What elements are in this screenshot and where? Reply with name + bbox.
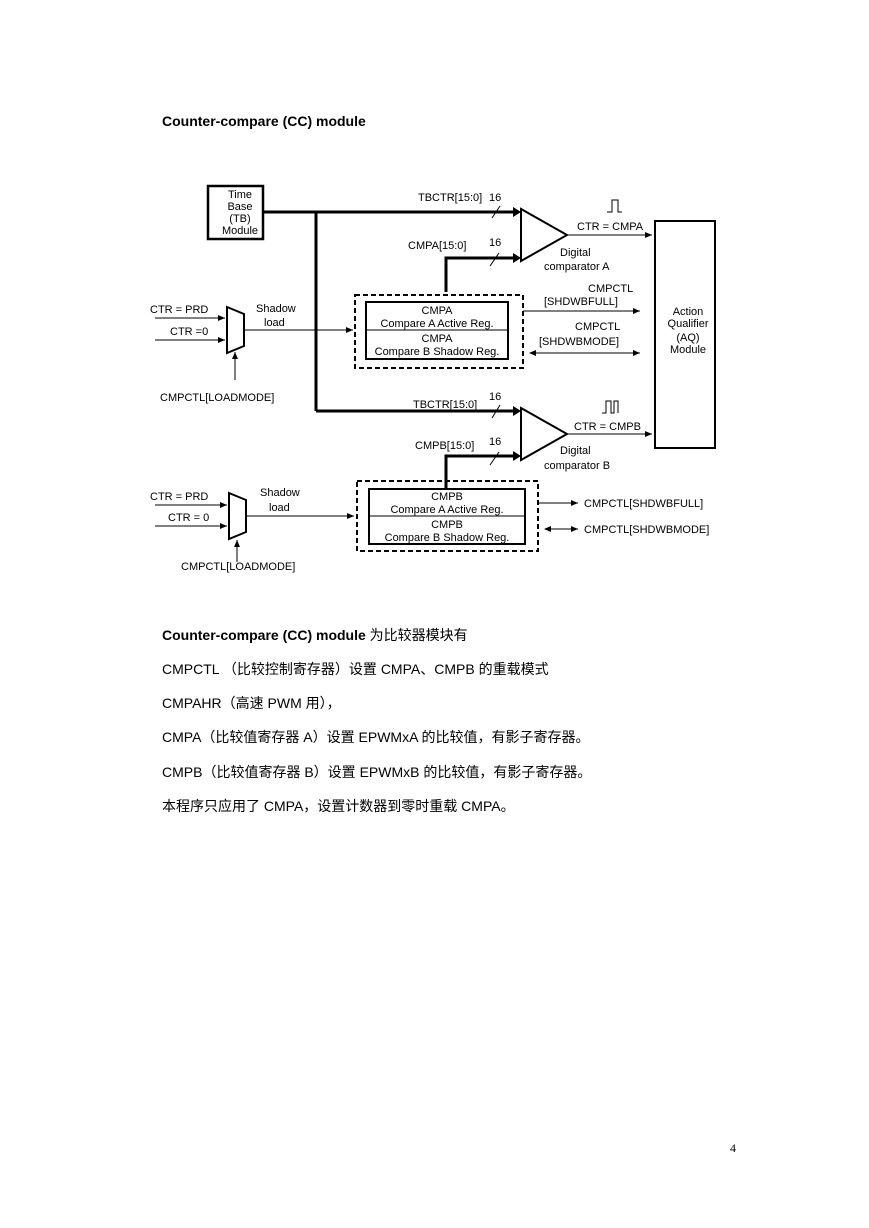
svg-text:CTR = PRD: CTR = PRD <box>150 304 208 316</box>
comparator-b <box>520 406 570 462</box>
shadow-load-mux-b: CTR = PRD CTR = 0 Shadow load CMPCTL[LOA… <box>150 487 354 573</box>
svg-text:Base: Base <box>227 201 252 213</box>
svg-text:load: load <box>264 317 285 329</box>
svg-text:16: 16 <box>489 391 501 403</box>
svg-text:CMPCTL[SHDWBMODE]: CMPCTL[SHDWBMODE] <box>584 524 709 536</box>
svg-text:TBCTR[15:0]: TBCTR[15:0] <box>413 399 477 411</box>
svg-text:Compare B Shadow Reg.: Compare B Shadow Reg. <box>385 532 510 544</box>
svg-text:Module: Module <box>670 344 706 356</box>
svg-text:CTR = 0: CTR = 0 <box>168 512 209 524</box>
svg-text:CMPB: CMPB <box>431 491 463 503</box>
svg-text:CMPA: CMPA <box>422 333 454 345</box>
svg-text:CMPB[15:0]: CMPB[15:0] <box>415 440 474 452</box>
svg-text:Qualifier: Qualifier <box>668 318 709 330</box>
svg-text:Digital: Digital <box>560 247 591 259</box>
svg-text:CMPB: CMPB <box>431 519 463 531</box>
svg-text:16: 16 <box>489 436 501 448</box>
svg-text:16: 16 <box>489 237 501 249</box>
cmpa-register-block: CMPA Compare A Active Reg. CMPA Compare … <box>354 294 524 369</box>
paragraph-program-note: 本程序只应用了 CMPA，设置计数器到零时重载 CMPA。 <box>162 798 515 814</box>
counter-compare-diagram: Time Base (TB) Module Action Qualifier (… <box>150 184 716 573</box>
svg-text:comparator B: comparator B <box>544 460 610 472</box>
paragraph-cmpctl: CMPCTL （比较控制寄存器）设置 CMPA、CMPB 的重载模式 <box>162 661 549 677</box>
svg-text:Compare A Active Reg.: Compare A Active Reg. <box>380 318 493 330</box>
svg-text:CMPCTL: CMPCTL <box>575 321 620 333</box>
svg-text:Digital: Digital <box>560 445 591 457</box>
svg-text:(AQ): (AQ) <box>676 332 699 344</box>
action-qualifier-module: Action Qualifier (AQ) Module <box>654 220 716 449</box>
svg-text:CMPCTL: CMPCTL <box>588 283 633 295</box>
svg-text:[SHDWBFULL]: [SHDWBFULL] <box>544 296 618 308</box>
svg-text:CTR =0: CTR =0 <box>170 326 208 338</box>
paragraph-cmpa: CMPA（比较值寄存器 A）设置 EPWMxA 的比较值，有影子寄存器。 <box>162 729 590 745</box>
svg-text:CMPCTL[SHDWBFULL]: CMPCTL[SHDWBFULL] <box>584 498 703 510</box>
svg-text:Shadow: Shadow <box>260 487 300 499</box>
svg-text:(TB): (TB) <box>229 213 250 225</box>
svg-text:16: 16 <box>489 192 501 204</box>
svg-text:[SHDWBMODE]: [SHDWBMODE] <box>539 336 619 348</box>
paragraph-cmpb: CMPB（比较值寄存器 B）设置 EPWMxB 的比较值，有影子寄存器。 <box>162 764 592 780</box>
page-number: 4 <box>730 1141 736 1155</box>
svg-text:CMPCTL[LOADMODE]: CMPCTL[LOADMODE] <box>160 392 274 404</box>
svg-text:Compare A Active Reg.: Compare A Active Reg. <box>390 504 503 516</box>
svg-text:CMPA: CMPA <box>422 305 454 317</box>
svg-text:TBCTR[15:0]: TBCTR[15:0] <box>418 192 482 204</box>
svg-text:Shadow: Shadow <box>256 303 296 315</box>
paragraph-intro: Counter-compare (CC) module 为比较器模块有 <box>162 627 468 643</box>
svg-text:CTR = CMPA: CTR = CMPA <box>577 221 644 233</box>
svg-text:CMPA[15:0]: CMPA[15:0] <box>408 240 467 252</box>
cmpb-register-block: CMPB Compare A Active Reg. CMPB Compare … <box>356 480 539 552</box>
tbctr-bus <box>263 210 515 413</box>
svg-text:load: load <box>269 502 290 514</box>
svg-text:CMPCTL[LOADMODE]: CMPCTL[LOADMODE] <box>181 561 295 573</box>
time-base-module: Time Base (TB) Module <box>206 184 265 241</box>
svg-text:CTR = CMPB: CTR = CMPB <box>574 421 641 433</box>
svg-text:Action: Action <box>673 306 704 318</box>
comparator-a <box>520 207 570 263</box>
section-heading: Counter-compare (CC) module <box>162 113 366 129</box>
svg-text:comparator A: comparator A <box>544 261 610 273</box>
svg-text:CTR = PRD: CTR = PRD <box>150 491 208 503</box>
shadow-load-mux-a: CTR = PRD CTR =0 Shadow load CMPCTL[LOAD… <box>150 303 353 404</box>
svg-text:Compare B Shadow Reg.: Compare B Shadow Reg. <box>375 346 500 358</box>
svg-text:Time: Time <box>228 189 252 201</box>
svg-text:Module: Module <box>222 225 258 237</box>
paragraph-cmpahr: CMPAHR（高速 PWM 用）， <box>162 695 341 711</box>
